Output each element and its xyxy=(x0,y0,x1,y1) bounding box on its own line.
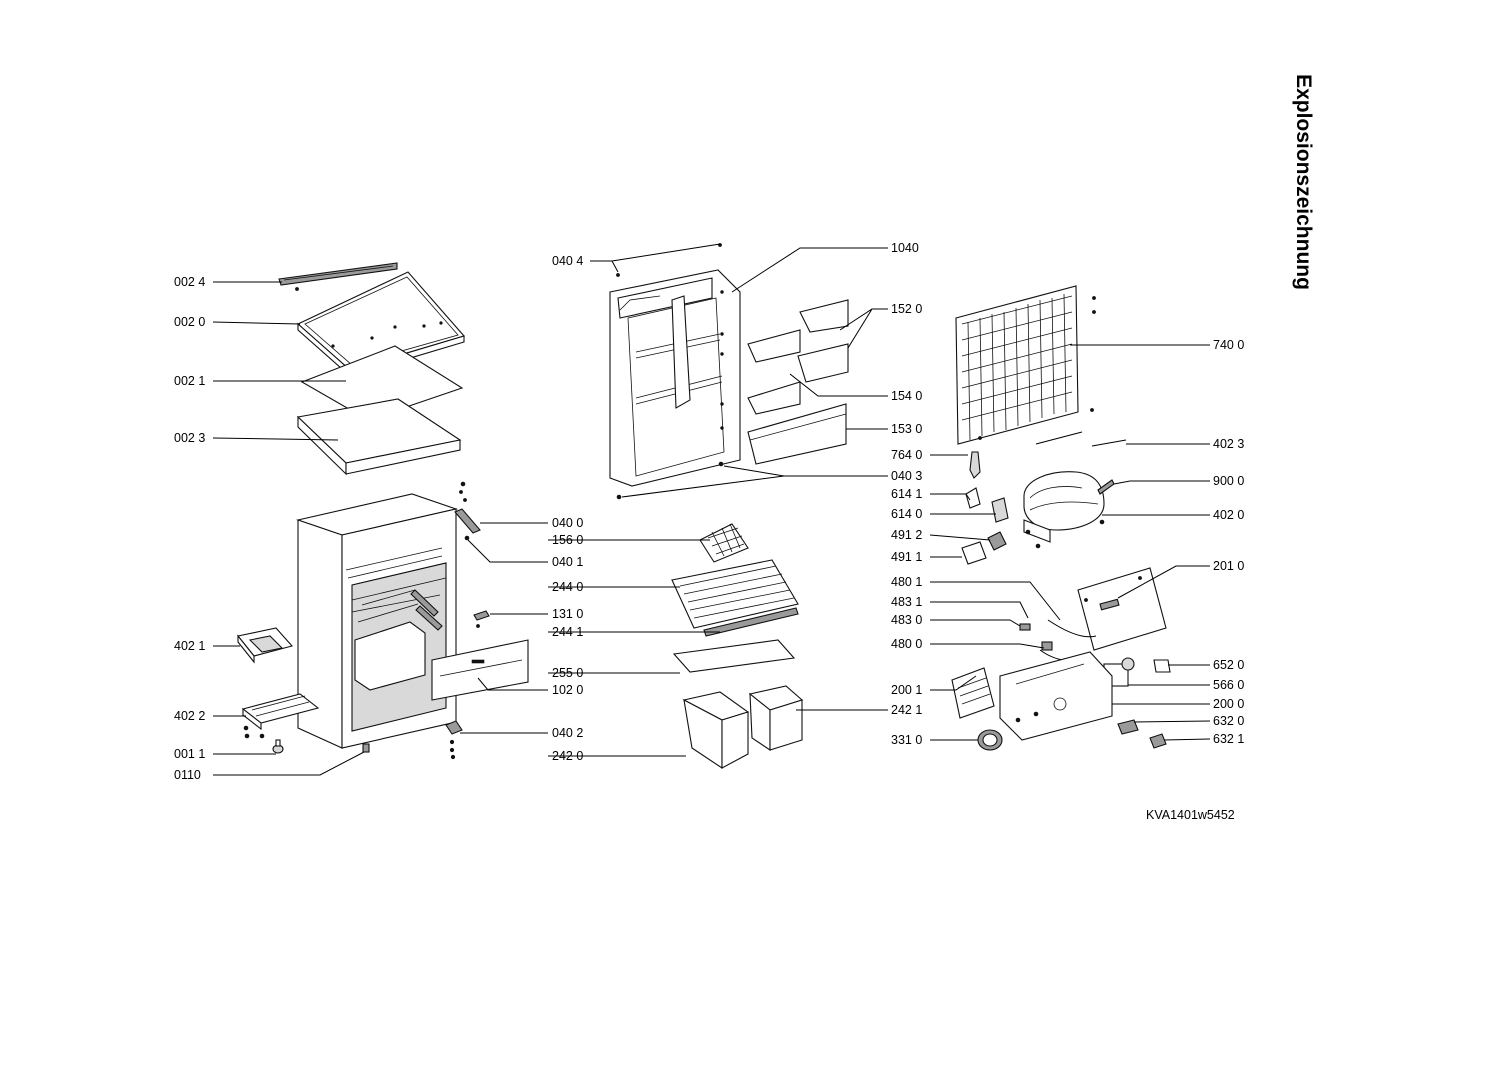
part-label-0400: 040 0 xyxy=(552,516,584,530)
part-label-2000: 200 0 xyxy=(1213,697,1245,711)
switch-part xyxy=(1117,719,1167,749)
part-label-2421: 242 1 xyxy=(891,703,923,717)
part-label-9000: 900 0 xyxy=(1213,474,1245,488)
part-label-6320: 632 0 xyxy=(1213,714,1245,728)
vegetable-bin-left xyxy=(682,691,750,770)
part-label-3310: 331 0 xyxy=(891,733,923,747)
top-trim-strip xyxy=(278,262,410,291)
part-label-1310: 131 0 xyxy=(552,607,584,621)
overload-protector xyxy=(961,541,987,565)
part-label-0404: 040 4 xyxy=(552,254,584,268)
lamp-socket xyxy=(1103,657,1171,687)
part-label-4831: 483 1 xyxy=(891,595,923,609)
part-label-0402: 040 2 xyxy=(552,726,584,740)
egg-tray xyxy=(699,523,749,563)
stopper-part xyxy=(473,610,490,628)
part-label-1530: 153 0 xyxy=(891,422,923,436)
page-title: Explosionszeichnung xyxy=(1292,74,1315,290)
part-label-7640: 764 0 xyxy=(891,448,923,462)
thermostat-bulb xyxy=(969,451,981,479)
drain-tube xyxy=(1035,431,1127,447)
relay-clip xyxy=(965,487,981,509)
part-label-1560: 156 0 xyxy=(552,533,584,547)
part-label-5660: 566 0 xyxy=(1213,678,1245,692)
evaporator-tray xyxy=(237,627,294,664)
part-label-0023: 002 3 xyxy=(174,431,206,445)
part-label-2010: 201 0 xyxy=(1213,559,1245,573)
adjustable-foot xyxy=(272,739,370,754)
part-label-6321: 632 1 xyxy=(1213,732,1245,746)
part-label-0024: 002 4 xyxy=(174,275,206,289)
part-label-4912: 491 2 xyxy=(891,528,923,542)
part-label-7400: 740 0 xyxy=(1213,338,1245,352)
insulation-plate xyxy=(300,345,464,421)
part-label-4801: 480 1 xyxy=(891,575,923,589)
part-label-6140: 614 0 xyxy=(891,507,923,521)
door-shelf-set xyxy=(747,299,849,465)
part-label-0021: 002 1 xyxy=(174,374,206,388)
part-label-4023: 402 3 xyxy=(1213,437,1245,451)
document-id: KVA1401w5452 xyxy=(1146,808,1235,822)
base-rail xyxy=(241,693,320,739)
part-label-0011: 001 1 xyxy=(174,747,206,761)
part-label-4020: 402 0 xyxy=(1213,508,1245,522)
part-label-4911: 491 1 xyxy=(891,550,923,564)
part-label-2001: 200 1 xyxy=(891,683,923,697)
leader-lines xyxy=(212,243,1211,776)
part-label-6141: 614 1 xyxy=(891,487,923,501)
part-label-0403: 040 3 xyxy=(891,469,923,483)
thermostat-knob xyxy=(977,717,1021,751)
part-label-1020: 102 0 xyxy=(552,683,584,697)
condenser-coil xyxy=(955,285,1096,445)
part-label-6520: 652 0 xyxy=(1213,658,1245,672)
part-label-2550: 255 0 xyxy=(552,666,584,680)
light-cover xyxy=(951,667,995,719)
wire-shelf xyxy=(671,559,799,629)
part-label-0020: 002 0 xyxy=(174,315,206,329)
door-hinge-bottom xyxy=(445,720,463,760)
part-label-4022: 402 2 xyxy=(174,709,206,723)
part-label-2440: 244 0 xyxy=(552,580,584,594)
part-label-1540: 154 0 xyxy=(891,389,923,403)
worktop-panel xyxy=(296,398,462,476)
compressor xyxy=(1023,471,1115,549)
part-label-1520: 152 0 xyxy=(891,302,923,316)
glass-shelf xyxy=(672,639,796,673)
door-panel xyxy=(609,243,741,500)
lamp-housing xyxy=(999,651,1113,741)
part-label-0110: 0110 xyxy=(174,768,201,782)
part-label-2420: 242 0 xyxy=(552,749,584,763)
part-label-4021: 402 1 xyxy=(174,639,206,653)
freezer-flap xyxy=(431,639,529,701)
shelf-edge-strip xyxy=(703,607,799,637)
part-label-4800: 480 0 xyxy=(891,637,923,651)
part-label-2441: 244 1 xyxy=(552,625,584,639)
control-panel xyxy=(1077,567,1167,651)
door-hinge-top xyxy=(454,481,481,541)
part-label-4830: 483 0 xyxy=(891,613,923,627)
vegetable-bin-right xyxy=(748,685,804,752)
part-label-1040: 1040 xyxy=(891,241,919,255)
cabinet-body xyxy=(295,493,459,749)
start-relay xyxy=(987,497,1009,551)
part-label-0401: 040 1 xyxy=(552,555,584,569)
